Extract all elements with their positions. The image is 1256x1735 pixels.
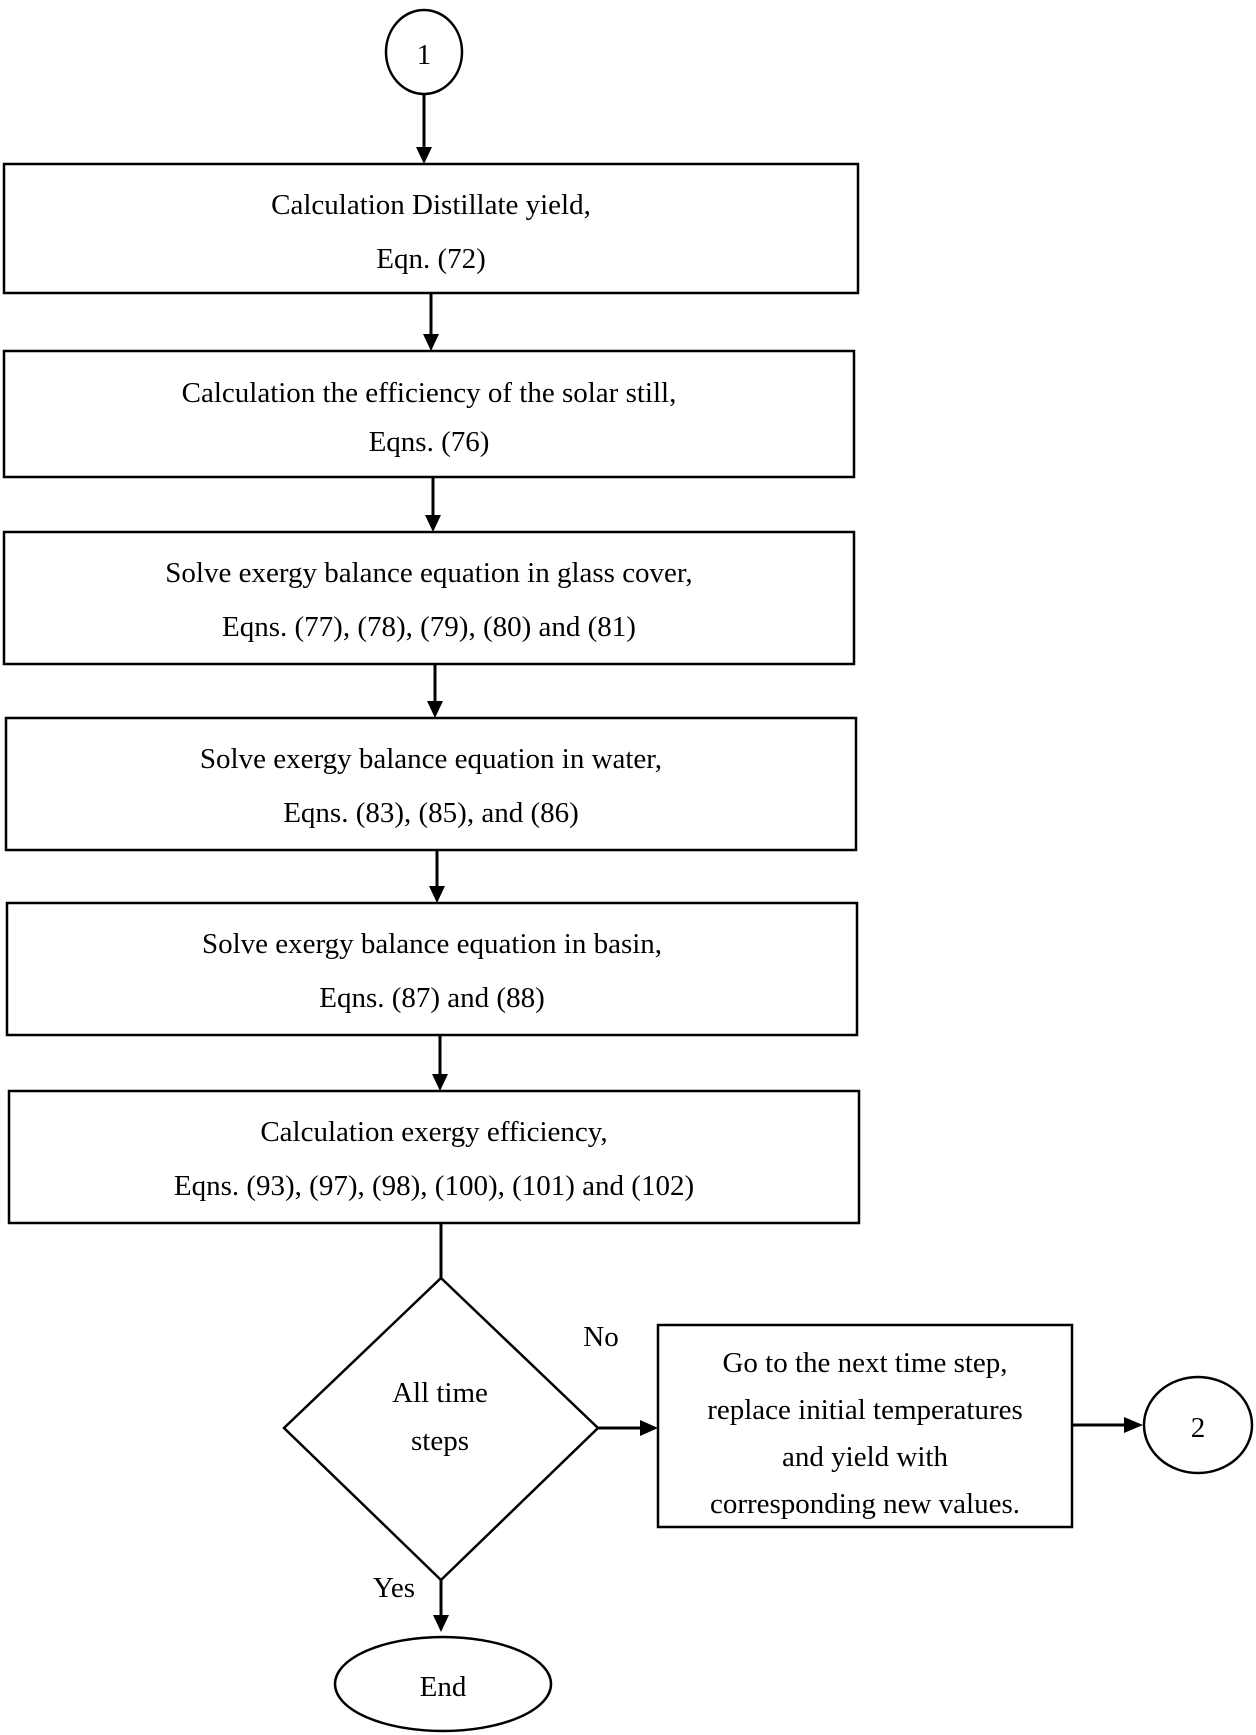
step-equations: Eqns. (83), (85), and (86) [283,797,579,829]
arrow-decision-to-next-step [598,1420,658,1436]
step-equations: Eqns. (87) and (88) [319,982,545,1014]
continue-connector: 2 [1142,1375,1254,1475]
start-connector-label: 1 [417,39,432,71]
step-equations: Eqn. (72) [376,243,486,275]
process-step-exergy-efficiency: Calculation exergy efficiency, Eqns. (93… [7,1089,861,1225]
continue-connector-label: 2 [1191,1412,1206,1444]
step-equations: Eqns. (76) [369,426,490,458]
process-step-water-exergy: Solve exergy balance equation in water, … [4,716,858,852]
step-equations: Eqns. (77), (78), (79), (80) and (81) [222,611,636,643]
arrow-start-to-step1 [416,94,432,164]
decision-label-line2: steps [411,1425,469,1457]
process-step-next-time-step: Go to the next time step, replace initia… [656,1323,1074,1529]
step-label: Solve exergy balance equation in glass c… [165,557,692,589]
step-label: Calculation exergy efficiency, [260,1116,607,1148]
next-step-line2: replace initial temperatures [707,1394,1023,1426]
process-step-basin-exergy: Solve exergy balance equation in basin, … [5,901,859,1037]
step-label: Calculation Distillate yield, [271,189,591,221]
arrow-step3-to-step4 [427,664,443,718]
arrow-step4-to-step5 [429,850,445,903]
decision-all-time-steps: All time steps [282,1276,600,1582]
arrow-step2-to-step3 [425,477,441,532]
next-step-line1: Go to the next time step, [722,1347,1007,1379]
decision-label-line1: All time [392,1377,488,1409]
start-connector: 1 [384,8,464,96]
process-step-still-efficiency: Calculation the efficiency of the solar … [2,349,856,479]
arrow-step5-to-step6 [432,1035,448,1091]
process-step-glass-cover-exergy: Solve exergy balance equation in glass c… [2,530,856,666]
step-label: Solve exergy balance equation in basin, [202,928,662,960]
yes-branch-label: Yes [373,1572,415,1604]
step-equations: Eqns. (93), (97), (98), (100), (101) and… [174,1170,694,1202]
end-terminator: End [333,1635,553,1733]
arrow-next-step-to-connector [1072,1417,1143,1433]
process-step-distillate-yield: Calculation Distillate yield, Eqn. (72) [2,162,860,295]
arrow-decision-to-end [433,1580,449,1632]
end-label: End [420,1671,467,1703]
step-label: Calculation the efficiency of the solar … [182,377,677,409]
next-step-line4: corresponding new values. [710,1488,1020,1520]
arrow-step1-to-step2 [423,293,439,351]
step-label: Solve exergy balance equation in water, [200,743,662,775]
next-step-line3: and yield with [782,1441,948,1473]
no-branch-label: No [583,1321,618,1353]
